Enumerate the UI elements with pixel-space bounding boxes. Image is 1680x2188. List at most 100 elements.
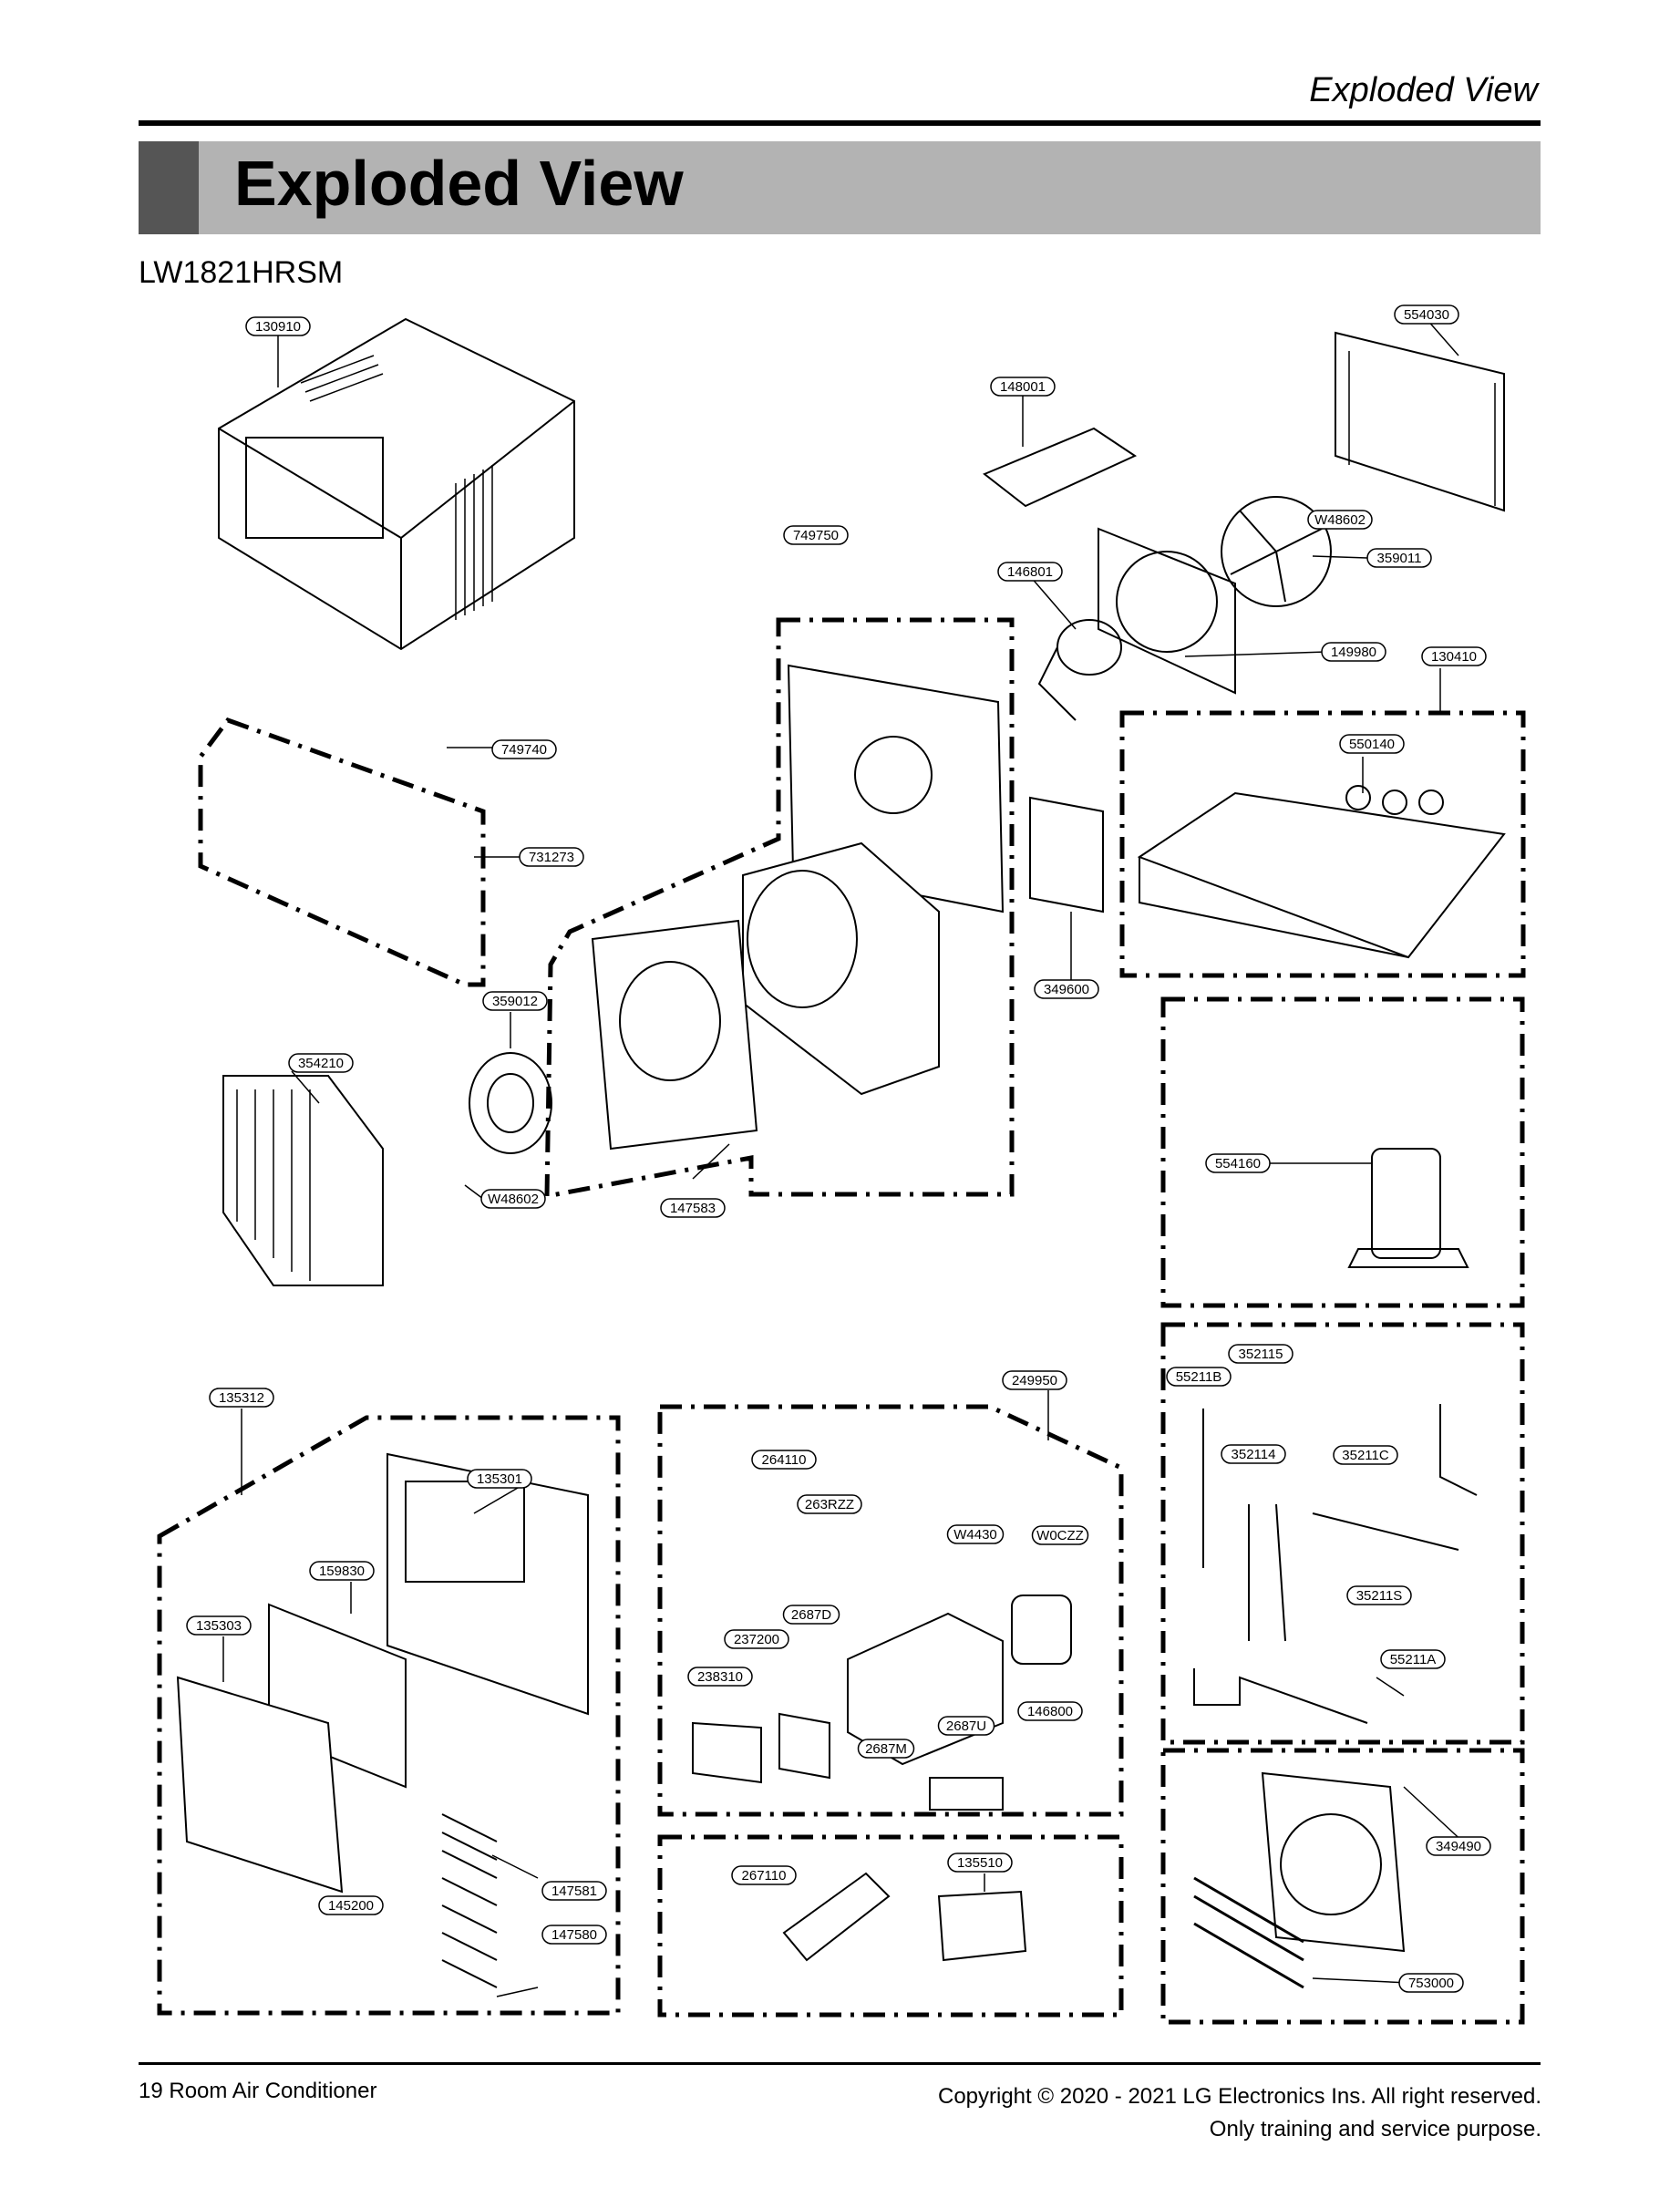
part-label-159830: 159830 bbox=[309, 1561, 375, 1581]
piping-box bbox=[1160, 1322, 1525, 1745]
part-label-text: W0CZZ bbox=[1036, 1528, 1084, 1543]
part-label-135312: 135312 bbox=[209, 1388, 274, 1408]
piping-shape bbox=[1193, 1404, 1478, 1724]
part-label-pill bbox=[519, 847, 584, 867]
condenser-shroud-shape bbox=[1193, 1771, 1406, 1989]
section-header: Exploded View bbox=[1309, 71, 1538, 109]
part-label-text: 731273 bbox=[529, 850, 574, 865]
part-label-147583: 147583 bbox=[660, 1198, 726, 1218]
part-label-147581: 147581 bbox=[541, 1881, 607, 1901]
part-label-text: 550140 bbox=[1349, 737, 1395, 752]
part-label-pill bbox=[797, 1494, 862, 1514]
part-label-text: 159830 bbox=[319, 1564, 365, 1579]
part-label-text: 554160 bbox=[1215, 1156, 1261, 1171]
banner-tab bbox=[139, 141, 199, 234]
part-label-text: 753000 bbox=[1408, 1976, 1454, 1991]
part-label-pill bbox=[1166, 1367, 1232, 1387]
front-panel-box bbox=[157, 1415, 621, 2016]
remote-box bbox=[657, 1834, 1124, 2018]
part-label-2687M: 2687M bbox=[857, 1739, 915, 1759]
part-label-pill bbox=[541, 1881, 607, 1901]
part-label-354210: 354210 bbox=[288, 1053, 354, 1073]
part-label-text: 264110 bbox=[762, 1452, 807, 1468]
part-label-pill bbox=[1346, 1585, 1412, 1605]
part-label-147580: 147580 bbox=[541, 1925, 607, 1945]
part-label-text: 359012 bbox=[492, 994, 538, 1009]
part-label-text: 554030 bbox=[1404, 307, 1449, 323]
part-label-pill bbox=[660, 1198, 726, 1218]
part-label-pill bbox=[990, 377, 1056, 397]
part-label-text: 352114 bbox=[1232, 1447, 1276, 1462]
part-label-352114: 352114 bbox=[1221, 1444, 1286, 1464]
part-label-pill bbox=[541, 1925, 607, 1945]
part-label-pill bbox=[467, 1469, 532, 1489]
part-label-pill bbox=[1333, 1445, 1398, 1465]
part-label-pill bbox=[1205, 1153, 1271, 1173]
part-label-359011: 359011 bbox=[1366, 548, 1432, 568]
part-label-text: 145200 bbox=[328, 1898, 374, 1914]
part-label-pill bbox=[947, 1853, 1013, 1873]
part-label-text: 359011 bbox=[1377, 551, 1422, 566]
part-label-text: 238310 bbox=[697, 1669, 743, 1685]
part-label-2687D: 2687D bbox=[782, 1605, 840, 1625]
part-label-text: 148001 bbox=[1000, 379, 1046, 395]
part-label-pill bbox=[946, 1524, 1005, 1544]
part-label-pill bbox=[1228, 1344, 1293, 1364]
part-label-text: 35211S bbox=[1356, 1588, 1403, 1604]
part-label-35211S: 35211S bbox=[1346, 1585, 1412, 1605]
part-label-text: W4430 bbox=[953, 1527, 997, 1543]
part-label-pill bbox=[245, 316, 311, 336]
compressor-shape bbox=[1347, 1148, 1469, 1268]
part-label-130910: 130910 bbox=[245, 316, 311, 336]
part-label-pill bbox=[186, 1615, 252, 1636]
part-label-267110: 267110 bbox=[731, 1865, 797, 1885]
part-label-text: 147581 bbox=[551, 1884, 597, 1899]
part-label-pill bbox=[1031, 1525, 1089, 1545]
bracket-148001-shape bbox=[983, 427, 1138, 508]
part-label-263RZZ: 263RZZ bbox=[797, 1494, 862, 1514]
part-label-pill bbox=[480, 1189, 546, 1209]
part-label-pill bbox=[1339, 734, 1405, 754]
part-label-pill bbox=[1017, 1701, 1083, 1721]
page-number: 19 Room Air Conditioner bbox=[139, 2079, 377, 2103]
part-label-pill bbox=[724, 1629, 789, 1649]
part-label-349600: 349600 bbox=[1034, 979, 1099, 999]
part-label-pill bbox=[1002, 1370, 1067, 1390]
part-label-pill bbox=[1394, 304, 1459, 325]
part-label-text: 147580 bbox=[551, 1927, 597, 1943]
part-label-text: 147583 bbox=[670, 1201, 716, 1216]
part-label-W0CZZ: W0CZZ bbox=[1031, 1525, 1089, 1545]
part-label-pill bbox=[857, 1739, 915, 1759]
part-label-pill bbox=[1366, 548, 1432, 568]
part-label-text: 349490 bbox=[1436, 1839, 1481, 1854]
scroll-housing-shape bbox=[591, 841, 940, 1151]
part-label-pill bbox=[309, 1561, 375, 1581]
part-label-749750: 749750 bbox=[783, 525, 849, 545]
part-label-text: 149980 bbox=[1331, 645, 1376, 660]
base-pan-box bbox=[1119, 710, 1526, 978]
part-label-text: 146800 bbox=[1027, 1704, 1073, 1719]
part-label-text: W48602 bbox=[1314, 512, 1366, 528]
part-label-text: 749750 bbox=[793, 528, 839, 543]
part-label-W48602: W48602 bbox=[480, 1189, 546, 1209]
part-label-pill bbox=[1398, 1973, 1464, 1993]
part-label-text: 135303 bbox=[196, 1618, 242, 1634]
part-label-pill bbox=[482, 991, 548, 1011]
part-label-pill bbox=[687, 1667, 753, 1687]
part-label-text: 135312 bbox=[219, 1390, 264, 1406]
electrical-box bbox=[657, 1404, 1124, 1817]
part-label-146801: 146801 bbox=[997, 562, 1063, 582]
evaporator-coil-shape bbox=[222, 1075, 384, 1286]
fan-motor-shape bbox=[1037, 619, 1122, 721]
part-label-W48602: W48602 bbox=[1307, 510, 1373, 530]
part-label-352115: 352115 bbox=[1228, 1344, 1293, 1364]
control-box-shape bbox=[692, 1595, 1072, 1811]
part-label-text: W48602 bbox=[488, 1192, 539, 1207]
model-number: LW1821HRSM bbox=[139, 255, 344, 290]
part-label-W4430: W4430 bbox=[946, 1524, 1005, 1544]
part-label-554160: 554160 bbox=[1205, 1153, 1271, 1173]
front-frame-shape bbox=[387, 1452, 589, 1716]
part-label-text: 349600 bbox=[1044, 982, 1089, 997]
